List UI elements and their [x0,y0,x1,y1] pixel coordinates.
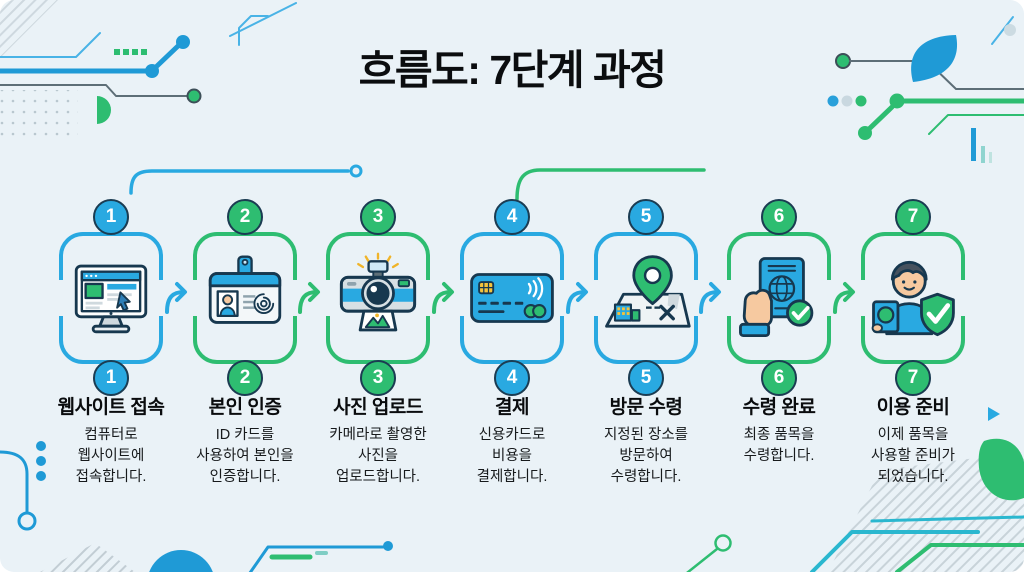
step-number: 1 [105,367,117,388]
step-number-badge-top: 1 [93,199,129,235]
step-5-visit-pickup: 5 5 방문 수 [579,199,713,544]
flow-row: 1 [44,199,980,544]
step-number: 7 [907,367,919,388]
step-box [322,232,434,364]
step-number-badge-bottom: 7 [895,360,931,396]
top-flow-connector-green [515,168,706,201]
step-description: 최종 품목을 수령합니다. [743,427,815,465]
step-box [857,232,969,364]
step-title: 본인 인증 [208,397,282,418]
step-number: 6 [773,206,785,227]
step-description: ID 카드를 사용하여 본인을 인증합니다. [196,427,294,486]
step-number-badge-bottom: 1 [93,360,129,396]
flow-arrow-icon [829,281,863,315]
step-number: 4 [506,206,518,227]
step-description: 신용카드로 비용을 결제합니다. [476,427,548,486]
step-number-badge-bottom: 5 [628,360,664,396]
step-number: 1 [105,206,117,227]
step-number-badge-bottom: 6 [761,360,797,396]
flow-arrow-icon [562,281,596,315]
step-number: 5 [640,367,652,388]
step-number: 4 [506,367,518,388]
step-number-badge-top: 2 [227,199,263,235]
step-7-ready-to-use: 7 [846,199,980,544]
step-number: 2 [239,206,251,227]
play-triangle-icon [988,407,1000,421]
step-title: 방문 수령 [609,397,683,418]
step-number: 2 [239,367,251,388]
page-title: 흐름도: 7단계 과정 [358,47,667,93]
step-1-website-access: 1 [44,199,178,544]
step-number-badge-top: 7 [895,199,931,235]
map-location-pin-icon [605,255,691,328]
step-number: 3 [372,367,384,388]
step-box [189,232,301,364]
step-number-badge-top: 6 [761,199,797,235]
step-number-badge-top: 3 [360,199,396,235]
step-title: 수령 완료 [742,397,816,418]
id-card-icon [208,255,282,324]
step-number-badge-top: 5 [628,199,664,235]
step-description: 이제 품목을 사용할 준비가 되었습니다. [870,427,956,486]
step-4-payment: 4 4 결제 신용카드로 비용 [445,199,579,544]
step-number: 3 [372,206,384,227]
step-description: 지정된 장소를 방문하여 수령합니다. [603,427,689,486]
desktop-browser-icon [74,264,148,334]
step-box [55,232,167,364]
step-number-badge-top: 4 [494,199,530,235]
step-box [456,232,568,364]
step-title: 웹사이트 접속 [57,397,165,418]
flow-arrow-icon [428,281,462,315]
credit-card-icon [470,273,554,323]
step-2-identity-verification: 2 [178,199,312,544]
step-box [590,232,702,364]
step-number-badge-bottom: 4 [494,360,530,396]
top-flow-connector-blue [129,164,363,195]
flow-arrow-icon [161,281,195,315]
step-number: 7 [907,206,919,227]
step-description: 카메라로 촬영한 사진을 업로드합니다. [329,427,427,486]
flow-arrow-icon [294,281,328,315]
step-3-photo-upload: 3 [311,199,445,544]
step-box [723,232,835,364]
step-number: 6 [773,367,785,388]
flow-arrow-icon [695,281,729,315]
step-number-badge-bottom: 2 [227,360,263,396]
step-description: 컴퓨터로 웹사이트에 접속합니다. [75,427,147,486]
step-number-badge-bottom: 3 [360,360,396,396]
step-number: 5 [640,206,652,227]
step-title: 이용 준비 [876,397,950,418]
passport-check-icon [739,257,814,338]
step-title: 결제 [495,397,529,418]
person-shield-check-icon [871,260,955,337]
step-title: 사진 업로드 [333,397,423,418]
step-6-pickup-complete: 6 [712,199,846,544]
camera-icon [339,252,417,332]
